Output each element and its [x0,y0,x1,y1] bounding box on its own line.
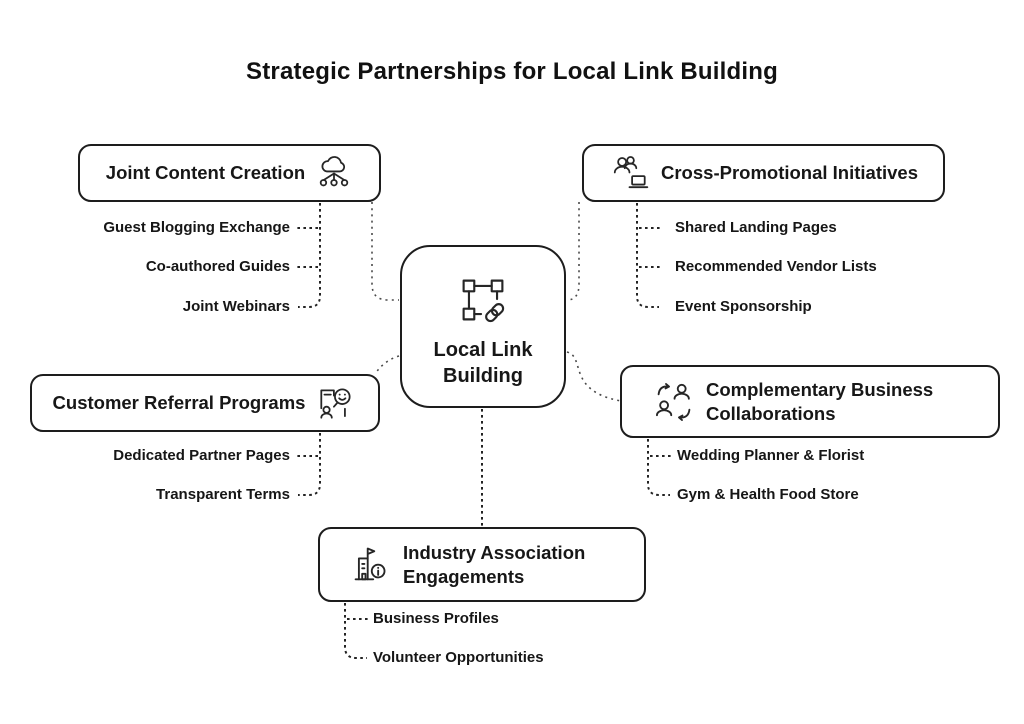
sub-item: Event Sponsorship [675,298,812,315]
node-cross-promotional-initiatives: Cross-Promotional Initiatives [582,144,945,202]
sub-item: Co-authored Guides [145,258,290,275]
node-label: Cross-Promotional Initiatives [661,161,918,183]
sub-item: Transparent Terms [156,486,290,503]
building-info-icon [349,543,393,587]
node-local-link-building: Local Link Building [400,245,566,408]
link-frame-icon [452,269,514,331]
node-customer-referral-programs: Customer Referral Programs [30,374,380,432]
node-industry-association-engagements: Industry Association Engagements [318,527,646,602]
sub-item: Wedding Planner & Florist [677,447,865,464]
node-label: Customer Referral Programs [52,391,306,413]
sub-item: Guest Blogging Exchange [103,219,290,236]
sub-item: Gym & Health Food Store [677,486,859,503]
sub-item: Joint Webinars [182,298,290,315]
node-complementary-business-collaborations: Complementary Business Collaborations [620,365,1000,438]
node-label: Complementary Business Collaborations [706,378,934,424]
node-joint-content-creation: Joint Content Creation [78,144,381,202]
node-label: Joint Content Creation [105,161,306,183]
node-label: Industry Association Engagements [403,541,586,587]
sub-item: Dedicated Partner Pages [113,447,290,464]
people-exchange-icon [652,380,696,424]
sub-item: Business Profiles [373,610,499,627]
diagram-title: Strategic Partnerships for Local Link Bu… [246,58,778,85]
referral-feedback-icon [315,382,357,424]
sub-item: Shared Landing Pages [675,219,837,236]
sub-item: Volunteer Opportunities [373,649,544,666]
sub-item: Recommended Vendor Lists [675,258,877,275]
center-node-label: Local Link Building [433,338,533,387]
cloud-network-icon [315,154,353,192]
users-device-icon [609,152,651,194]
